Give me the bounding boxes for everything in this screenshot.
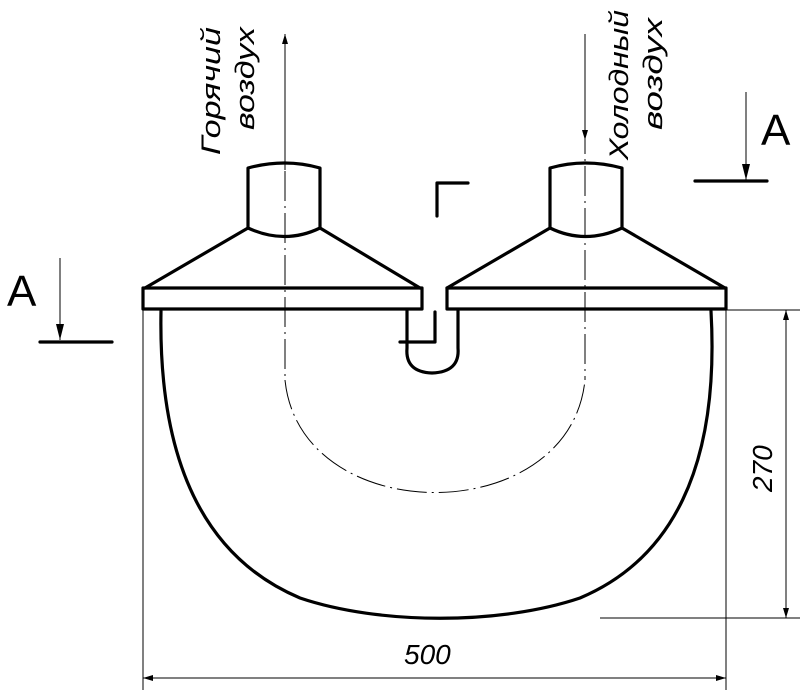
cold-air-label-line1: Холодный: [604, 10, 634, 161]
section-label-left: А: [7, 267, 37, 316]
section-mark-left: А: [7, 258, 114, 344]
hot-air-cone: [143, 226, 422, 290]
hot-air-label-line2: воздух: [230, 25, 260, 130]
divider-tab: [398, 310, 437, 344]
hot-air-label: Горячий воздух: [196, 25, 260, 155]
hot-air-pipe: [246, 161, 322, 238]
hot-air-label-line1: Горячий: [196, 27, 226, 155]
width-dimension-value: 500: [404, 639, 451, 670]
u-body: [159, 309, 714, 620]
left-flange: [141, 286, 424, 311]
cold-air-label: Холодный воздух: [604, 10, 668, 161]
right-flange: [445, 286, 728, 311]
width-dimension: 500: [142, 310, 727, 690]
height-dimension-value: 270: [747, 445, 778, 493]
cold-air-cone: [445, 226, 727, 290]
section-label-right: А: [761, 106, 791, 155]
cold-air-label-line2: воздух: [638, 16, 668, 130]
centerline-u-bend: [284, 379, 586, 493]
central-divider: [405, 309, 460, 375]
height-dimension: 270: [600, 309, 800, 619]
section-mark-right: А: [693, 92, 791, 183]
cut-plane-mark: [435, 181, 470, 218]
cold-air-pipe: [548, 161, 624, 238]
